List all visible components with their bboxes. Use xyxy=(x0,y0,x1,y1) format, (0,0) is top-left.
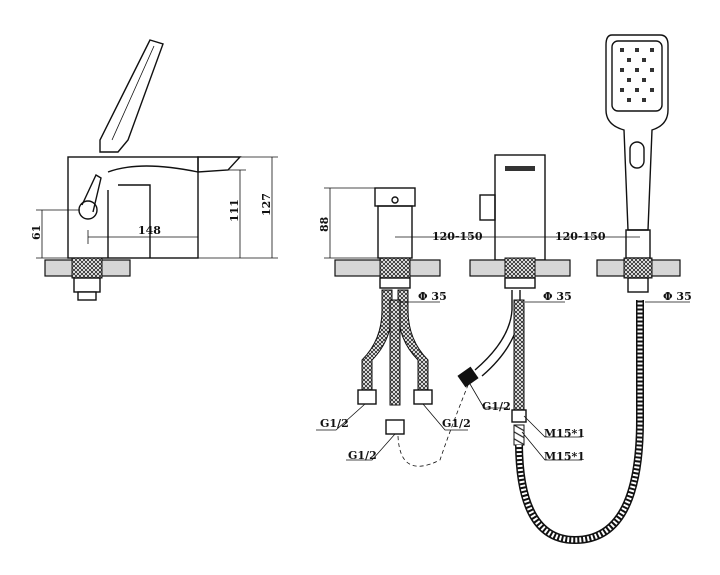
dim-111: 111 xyxy=(228,199,241,222)
dim-spacing-1: 120-150 xyxy=(432,230,483,243)
diverter: 120-150 Φ 35 G1/2 M15*1 M15*1 xyxy=(457,154,640,463)
label-g-center: G1/2 xyxy=(348,449,377,462)
dim-spacing-2: 120-150 xyxy=(555,230,606,243)
dim-148: 148 xyxy=(138,224,161,237)
dim-phi35-2: Φ 35 xyxy=(543,290,572,303)
label-m15-upper: M15*1 xyxy=(544,427,585,440)
dim-61: 61 xyxy=(30,225,43,240)
dim-phi35-1: Φ 35 xyxy=(418,290,447,303)
label-g-left: G1/2 xyxy=(320,417,349,430)
side-view-spout: 61 148 111 127 xyxy=(30,39,278,301)
dim-phi35-3: Φ 35 xyxy=(663,290,692,303)
label-g-diverter: G1/2 xyxy=(482,400,511,413)
hand-shower-side xyxy=(99,39,164,153)
mixer-valve: 88 120-150 Φ 35 G1/2 G1/2 G1/2 xyxy=(316,187,520,467)
label-g-right: G1/2 xyxy=(442,417,471,430)
spout-body xyxy=(67,156,199,259)
dim-127: 127 xyxy=(260,193,273,216)
dim-88: 88 xyxy=(318,216,331,232)
label-m15-lower: M15*1 xyxy=(544,450,585,463)
hand-shower: Φ 35 xyxy=(515,34,692,545)
